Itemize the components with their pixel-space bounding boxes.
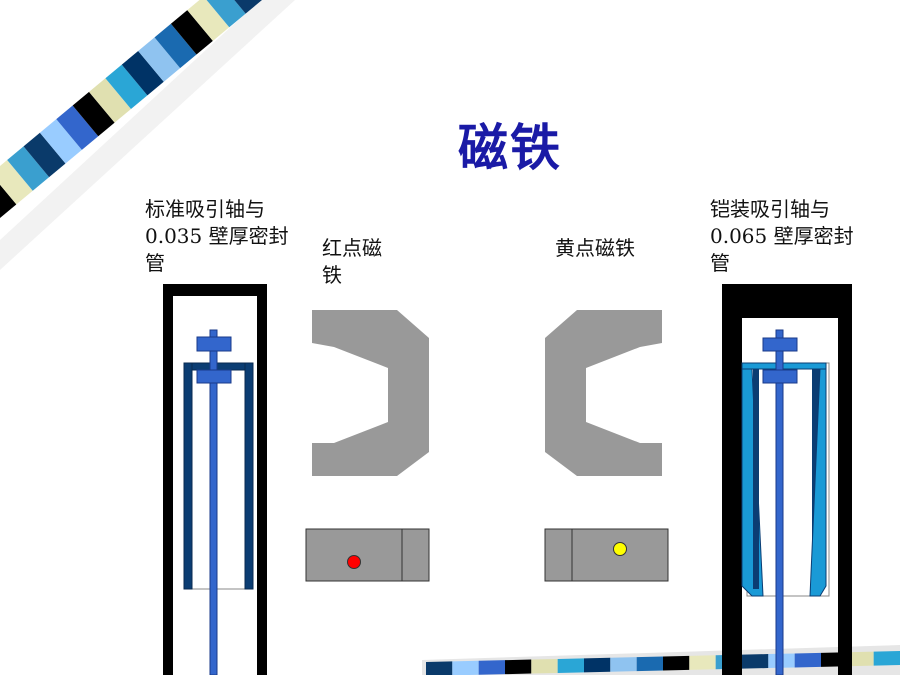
right-tube-top-wall xyxy=(722,284,852,318)
left-shaft-cap xyxy=(196,336,232,352)
standard-tube-assembly xyxy=(163,284,267,675)
stripe-segment xyxy=(663,655,690,671)
red-dot-marker xyxy=(347,555,361,569)
stripe-segment xyxy=(170,10,213,55)
stripe-segment xyxy=(138,37,181,82)
armored-label-line-3: 管 xyxy=(710,251,730,275)
stripe-segment xyxy=(794,652,821,668)
stripe-band-top xyxy=(0,0,262,218)
stripe-segment xyxy=(873,651,900,666)
left-sleeve-outline xyxy=(183,362,254,590)
left-shaft-rod xyxy=(209,329,218,675)
left-sleeve-top xyxy=(183,362,254,371)
standard-label-line-3: 管 xyxy=(145,251,165,275)
right-shaft-rod xyxy=(775,329,784,675)
stripe-segment xyxy=(206,0,246,28)
left-sleeve-left xyxy=(183,362,193,590)
left-tube-left-wall xyxy=(163,284,173,675)
yellow-dot-marker xyxy=(613,542,627,556)
yellow-magnet-c-shape xyxy=(545,310,662,476)
armored-label-line-1: 铠装吸引轴与 xyxy=(710,197,830,221)
stripe-segment xyxy=(121,51,164,96)
yellow-label-line-1: 黄点磁铁 xyxy=(555,236,635,260)
slide-title: 磁铁 xyxy=(458,119,562,177)
top-left-stripe-decoration xyxy=(0,0,295,270)
stripe-segment xyxy=(557,658,584,673)
left-sleeve-right xyxy=(244,362,254,590)
red-magnet-label: 红点磁 铁 xyxy=(322,235,382,289)
yellow-dot-magnet xyxy=(544,310,669,582)
armored-label-line-2: 0.065 壁厚密封 xyxy=(710,224,854,248)
stripe-segment xyxy=(426,661,453,675)
bottom-right-stripe-decoration xyxy=(422,645,900,675)
stripe-segment xyxy=(7,146,50,191)
stripe-segment xyxy=(187,0,230,41)
red-dot-magnet xyxy=(305,310,430,582)
right-shaft-cap xyxy=(762,337,798,352)
stripe-segment xyxy=(234,0,262,14)
red-magnet-bar xyxy=(305,528,430,582)
right-tube-right-wall xyxy=(838,284,852,675)
stripe-segment xyxy=(610,657,637,672)
red-label-line-1: 红点磁 xyxy=(322,236,382,260)
stripe-segment xyxy=(742,654,769,669)
stripe-segment xyxy=(478,660,505,675)
stripe-segment xyxy=(0,184,17,218)
red-label-line-2: 铁 xyxy=(322,263,342,287)
stripe-segment xyxy=(56,105,99,150)
stripe-segment xyxy=(105,64,148,109)
stripe-segment xyxy=(505,659,532,675)
right-tube-left-wall xyxy=(722,284,742,675)
stripe-segment xyxy=(531,658,558,674)
stripe-segment xyxy=(72,91,115,137)
stripe-segment xyxy=(847,651,874,667)
right-shaft-collar xyxy=(762,369,798,384)
stripe-segment xyxy=(23,132,66,178)
stripe-segment xyxy=(689,655,716,670)
red-magnet-c-shape xyxy=(312,310,429,476)
standard-tube-label: 标准吸引轴与 0.035 壁厚密封 管 xyxy=(145,196,289,277)
stripe-segment xyxy=(452,660,479,675)
stripe-segment xyxy=(89,78,131,123)
stripe-segment xyxy=(0,160,33,205)
stripe-segment xyxy=(584,657,611,673)
yellow-magnet-label: 黄点磁铁 xyxy=(555,235,635,262)
left-shaft-collar xyxy=(196,369,232,384)
standard-label-line-1: 标准吸引轴与 xyxy=(145,197,265,221)
stripe-segment xyxy=(39,119,82,164)
standard-label-line-2: 0.035 壁厚密封 xyxy=(145,224,289,248)
left-tube-right-wall xyxy=(257,284,267,675)
right-armor-right-outer xyxy=(809,368,827,597)
right-armor-left-inner xyxy=(753,369,759,589)
stripe-segment xyxy=(154,23,197,69)
stripe-segment xyxy=(636,656,663,672)
yellow-magnet-bar xyxy=(544,528,669,582)
armored-tube-label: 铠装吸引轴与 0.065 壁厚密封 管 xyxy=(710,196,854,277)
right-armor-top xyxy=(741,362,827,370)
armored-tube-assembly xyxy=(722,284,852,675)
left-tube-top-wall xyxy=(163,284,267,296)
